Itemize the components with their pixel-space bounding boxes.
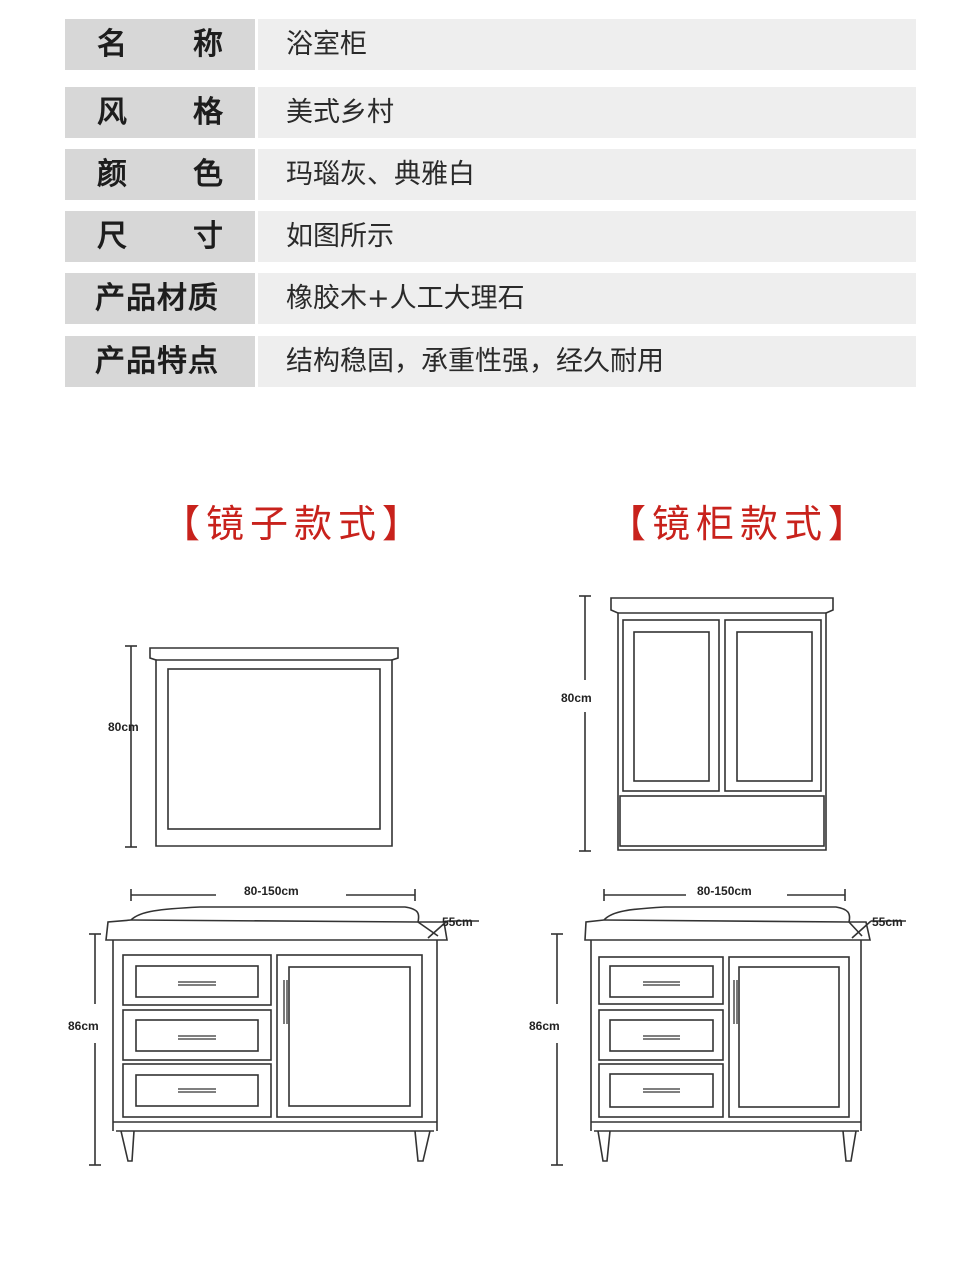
spec-label-char: 尺 <box>97 219 127 254</box>
mirror-style-title: 【镜子款式】 <box>162 502 427 546</box>
cabinet-height-label-left: 86cm <box>68 1019 99 1033</box>
spec-label: 颜色 <box>65 149 255 200</box>
spec-label-char: 名 <box>97 27 127 62</box>
mirror-cabinet-height-dimension <box>579 595 591 852</box>
spec-row-features: 产品特点 结构稳固，承重性强，经久耐用 <box>65 336 916 387</box>
spec-label-char: 色 <box>193 157 223 192</box>
cabinet-height-label-right: 86cm <box>529 1019 560 1033</box>
cabinet-height-dimension-left <box>89 933 101 1166</box>
spec-label-char: 格 <box>193 95 223 130</box>
spec-row-size: 尺寸 如图所示 <box>65 211 916 262</box>
mirror-cabinet-height-label: 80cm <box>561 691 592 705</box>
drawer-handles-left <box>178 980 288 1093</box>
mirror-height-label: 80cm <box>108 720 139 734</box>
spec-label: 产品材质 <box>65 273 255 324</box>
vanity-cabinet-right <box>584 906 871 1162</box>
cabinet-width-dimension-right <box>603 889 846 901</box>
spec-label-char: 寸 <box>193 219 223 254</box>
spec-label-char: 风 <box>97 95 127 130</box>
spec-row-style: 风格 美式乡村 <box>65 87 916 138</box>
spec-row-material: 产品材质 橡胶木+人工大理石 <box>65 273 916 324</box>
mirror-drawing <box>149 647 399 847</box>
cabinet-depth-label-right: 55cm <box>872 915 903 929</box>
mirror-cabinet-style-title: 【镜柜款式】 <box>608 502 873 546</box>
spec-value: 如图所示 <box>258 211 916 262</box>
spec-label-char: 颜 <box>97 157 127 192</box>
spec-label: 产品特点 <box>65 336 255 387</box>
drawer-handles-right <box>643 980 738 1093</box>
spec-label: 尺寸 <box>65 211 255 262</box>
cabinet-height-dimension-right <box>551 933 563 1166</box>
cabinet-width-dimension-left <box>130 889 416 901</box>
spec-value: 橡胶木+人工大理石 <box>258 273 916 324</box>
spec-row-color: 颜色 玛瑙灰、典雅白 <box>65 149 916 200</box>
spec-value: 美式乡村 <box>258 87 916 138</box>
cabinet-width-label-right: 80-150cm <box>697 884 752 898</box>
spec-label: 名称 <box>65 19 255 70</box>
spec-value: 结构稳固，承重性强，经久耐用 <box>258 336 916 387</box>
spec-label: 风格 <box>65 87 255 138</box>
mirror-height-dimension <box>125 645 137 848</box>
mirror-cabinet-drawing <box>610 597 834 851</box>
cabinet-depth-label-left: 55cm <box>442 915 473 929</box>
cabinet-depth-dimension-left <box>417 920 479 939</box>
spec-value: 玛瑙灰、典雅白 <box>258 149 916 200</box>
spec-label-char: 称 <box>193 27 223 62</box>
cabinet-depth-dimension-right <box>848 920 906 939</box>
vanity-cabinet-left <box>105 906 448 1162</box>
spec-row-name: 名称 浴室柜 <box>65 19 916 70</box>
spec-value: 浴室柜 <box>258 19 916 70</box>
cabinet-width-label-left: 80-150cm <box>244 884 299 898</box>
